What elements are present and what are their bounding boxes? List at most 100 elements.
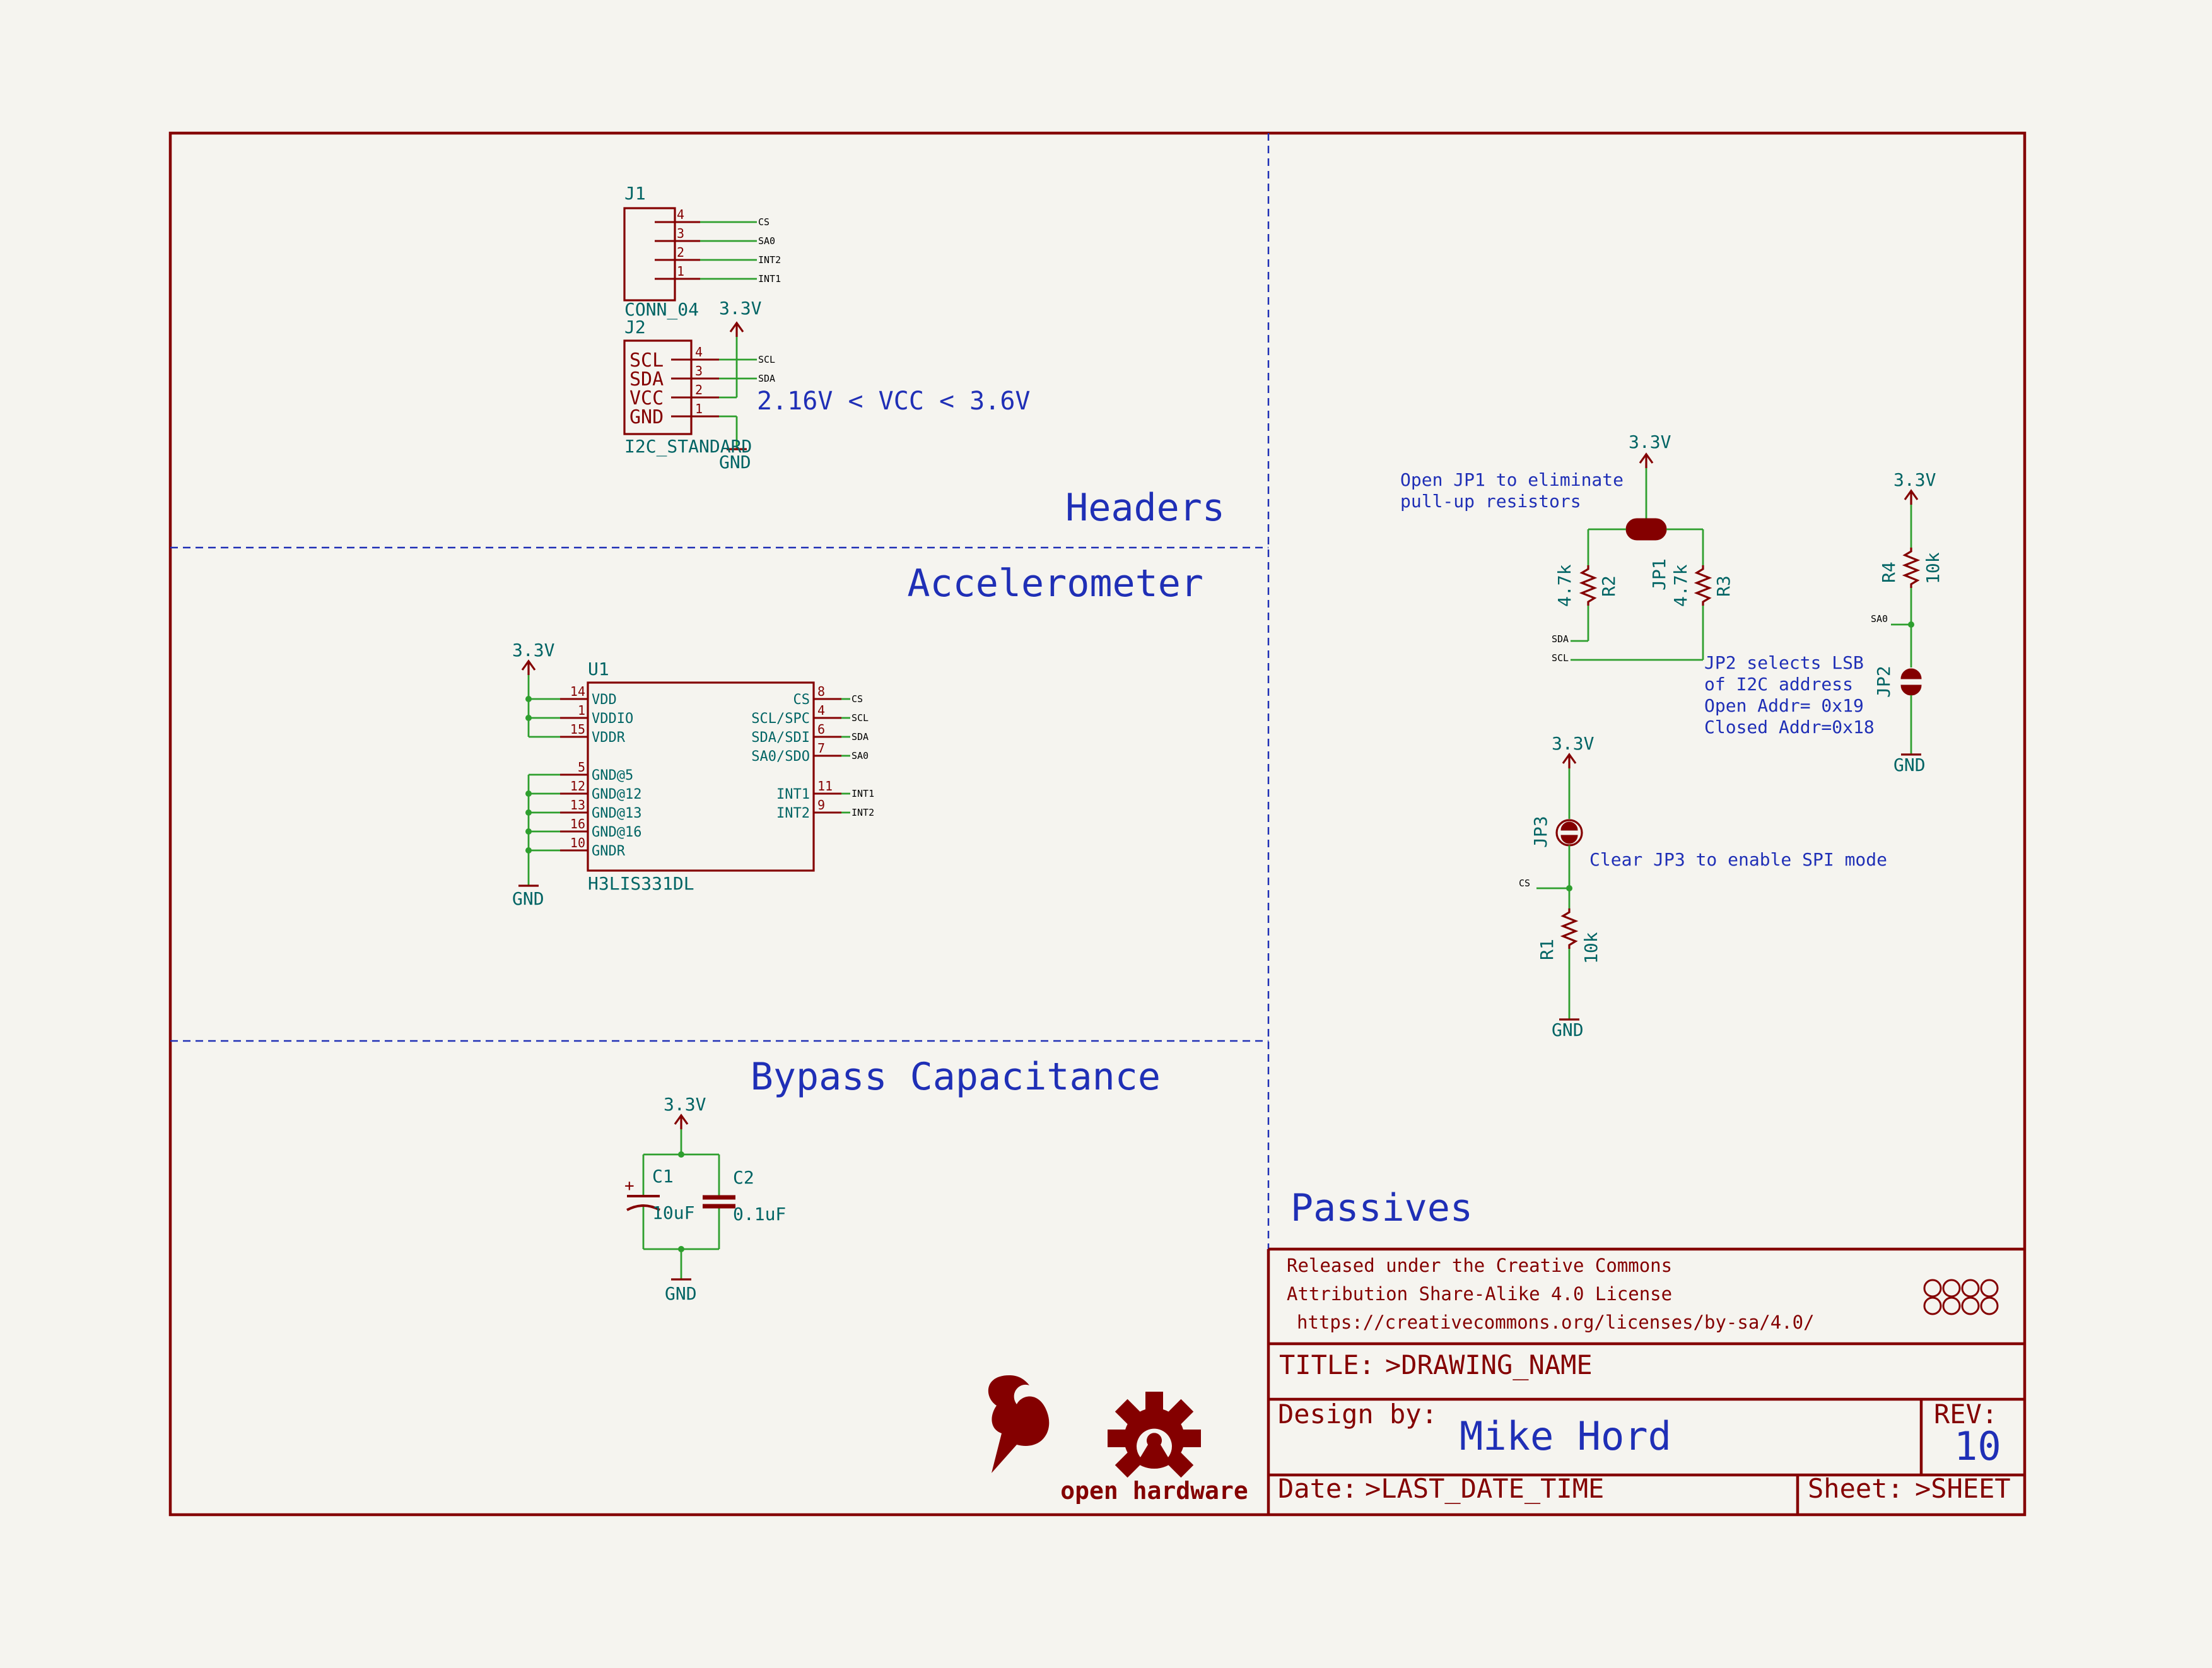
svg-text:C2: C2 — [733, 1167, 754, 1188]
svg-text:R1: R1 — [1536, 939, 1557, 960]
net-label-scl-pullup: SCL — [1552, 652, 1569, 664]
bypass-capacitors[interactable]: 3.3V + C1 10uF C2 0.1uF — [624, 1094, 786, 1304]
svg-text:of I2C address: of I2C address — [1704, 674, 1853, 695]
svg-text:4.7k: 4.7k — [1554, 564, 1575, 607]
ic-u1[interactable]: U1 H3LIS331DL 14 1 15 5 12 13 16 10 VDD … — [512, 640, 874, 909]
svg-text:GND@16: GND@16 — [592, 825, 641, 840]
svg-text:GND@13: GND@13 — [592, 806, 641, 821]
net-label-int2: INT2 — [758, 254, 781, 266]
date-label: Date: — [1278, 1473, 1357, 1504]
resistor-r3[interactable]: 4.7k R3 — [1670, 564, 1734, 607]
address-select[interactable]: 3.3V R4 10k SA0 JP2 GND — [1871, 469, 1943, 775]
sheet-value: >SHEET — [1915, 1473, 2011, 1504]
u1-right-pins: 8 4 6 7 11 9 CS SCL/SPC SDA/SDI SA0/SDO … — [751, 684, 841, 821]
j1-value: CONN_04 — [624, 299, 699, 320]
license-line1: Released under the Creative Commons — [1287, 1255, 1672, 1276]
svg-text:R4: R4 — [1878, 561, 1899, 583]
jp2-note: JP2 selects LSB of I2C address Open Addr… — [1704, 652, 1875, 737]
connector-j1[interactable]: J1 4 3 2 1 CS SA0 INT2 INT1 CONN_04 — [623, 183, 781, 320]
sparkfun-flame-logo — [988, 1375, 1050, 1473]
svg-text:SCL: SCL — [851, 712, 869, 724]
svg-text:Open Addr= 0x19: Open Addr= 0x19 — [1704, 695, 1864, 716]
svg-text:GND: GND — [1893, 755, 1926, 775]
jp2-gnd-power-symbol: GND — [1893, 753, 1926, 775]
svg-text:15: 15 — [570, 722, 585, 737]
svg-text:7: 7 — [817, 741, 825, 756]
svg-text:+: + — [624, 1177, 635, 1195]
j2-pins: SCL SDA VCC GND 4 3 2 1 — [629, 344, 719, 428]
svg-text:SDA/SDI: SDA/SDI — [751, 730, 810, 746]
net-label-cs: CS — [758, 216, 770, 228]
svg-text:1: 1 — [677, 264, 684, 279]
j2-gnd-power-symbol: GND — [719, 448, 751, 473]
svg-text:10k: 10k — [1922, 552, 1943, 584]
svg-text:SA0: SA0 — [851, 750, 869, 761]
svg-text:INT1: INT1 — [851, 788, 874, 799]
connector-j2[interactable]: J2 SCL SDA VCC GND 4 3 2 1 SCL SDA — [623, 298, 1030, 473]
title-value: >DRAWING_NAME — [1385, 1349, 1593, 1380]
svg-text:2: 2 — [677, 245, 684, 260]
svg-text:GNDR: GNDR — [592, 843, 626, 859]
jp3-note: Clear JP3 to enable SPI mode — [1589, 849, 1887, 870]
svg-text:5: 5 — [578, 760, 585, 775]
svg-text:R3: R3 — [1713, 575, 1734, 597]
u1-value: H3LIS331DL — [588, 873, 694, 894]
svg-text:10: 10 — [570, 835, 585, 850]
section-title-passives: Passives — [1290, 1186, 1473, 1230]
svg-text:GND: GND — [719, 452, 751, 473]
svg-text:2: 2 — [695, 382, 703, 397]
rev-label: REV: — [1934, 1399, 1998, 1430]
svg-text:13: 13 — [570, 797, 585, 813]
svg-text:3: 3 — [695, 363, 703, 379]
capacitor-c2[interactable]: C2 0.1uF — [703, 1167, 786, 1225]
resistor-r4[interactable]: R4 10k — [1878, 548, 1943, 588]
r4-vcc-power-symbol: 3.3V — [1893, 469, 1936, 505]
svg-text:VDDIO: VDDIO — [592, 711, 633, 727]
svg-text:JP1: JP1 — [1649, 558, 1670, 590]
svg-text:GND@5: GND@5 — [592, 768, 633, 784]
capacitor-c1[interactable]: + C1 10uF — [624, 1166, 694, 1223]
title-label: TITLE: — [1279, 1349, 1375, 1380]
section-title-headers: Headers — [1065, 486, 1225, 530]
svg-text:JP2: JP2 — [1873, 666, 1894, 698]
resistor-r2[interactable]: 4.7k R2 — [1554, 564, 1619, 607]
j2-value: I2C_STANDARD — [624, 436, 752, 457]
vcc-range-note: 2.16V < VCC < 3.6V — [757, 387, 1030, 416]
svg-text:1: 1 — [695, 401, 703, 416]
u1-gnd-power-symbol: GND — [512, 884, 544, 909]
svg-text:VCC: VCC — [629, 387, 664, 409]
spi-select[interactable]: 3.3V JP3 Clear JP3 to enable SPI mode CS… — [1519, 733, 1887, 1040]
svg-text:INT1: INT1 — [776, 787, 810, 802]
svg-text:4: 4 — [817, 703, 825, 718]
jp1-note-line2: pull-up resistors — [1400, 491, 1581, 512]
svg-text:GND: GND — [512, 888, 544, 909]
jumper-jp2[interactable]: JP2 — [1873, 666, 1922, 698]
svg-text:6: 6 — [817, 722, 825, 737]
svg-text:4.7k: 4.7k — [1670, 564, 1691, 607]
jp1-note-line1: Open JP1 to eliminate — [1400, 469, 1624, 490]
license-line2: Attribution Share-Alike 4.0 License — [1287, 1283, 1672, 1305]
bypass-wires — [642, 1129, 720, 1279]
svg-text:1: 1 — [578, 703, 585, 718]
svg-text:SCL: SCL — [629, 349, 664, 372]
jp3-vcc-power-symbol: 3.3V — [1552, 733, 1595, 768]
svg-text:INT2: INT2 — [776, 806, 810, 821]
rev-value: 10 — [1954, 1423, 2001, 1469]
svg-text:INT2: INT2 — [851, 807, 874, 818]
section-title-bypass: Bypass Capacitance — [751, 1055, 1161, 1099]
net-label-sda: SDA — [758, 373, 775, 384]
svg-text:Closed Addr=0x18: Closed Addr=0x18 — [1704, 717, 1875, 737]
resistor-r1[interactable]: R1 10k — [1536, 908, 1601, 964]
svg-text:11: 11 — [817, 778, 833, 794]
open-hardware-logo: open hardware — [1060, 1392, 1248, 1505]
sheet-frame — [168, 131, 2027, 1517]
design-value: Mike Hord — [1460, 1413, 1671, 1459]
svg-text:VDD: VDD — [592, 692, 617, 708]
net-label-sa0-r4: SA0 — [1871, 613, 1888, 625]
pullup-network[interactable]: Open JP1 to eliminate pull-up resistors … — [1400, 432, 1734, 664]
jumper-jp3[interactable]: JP3 — [1530, 816, 1583, 848]
svg-text:CS: CS — [793, 692, 810, 708]
cc-by-sa-icon — [1923, 1279, 1999, 1315]
svg-text:VDDR: VDDR — [592, 730, 626, 746]
svg-text:3.3V: 3.3V — [1552, 733, 1595, 754]
